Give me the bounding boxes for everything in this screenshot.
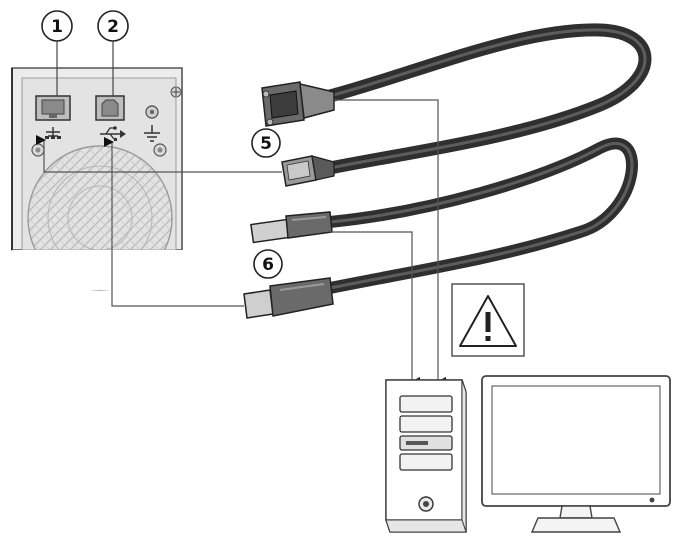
drive-bay	[399, 395, 453, 413]
monitor-power-led	[649, 497, 655, 503]
callout-1: 1	[41, 10, 73, 42]
warning-triangle-icon	[451, 283, 525, 357]
drive-bay	[399, 453, 453, 471]
callout-5-label: 5	[260, 134, 272, 154]
cable-5-serial	[323, 23, 652, 175]
usb-a-connection-line	[330, 231, 420, 387]
callout-2-label: 2	[107, 17, 119, 37]
monitor-screen	[491, 385, 661, 495]
rj45-plug	[281, 155, 335, 187]
callout-6: 6	[253, 249, 283, 279]
panel-screw	[170, 86, 182, 98]
db9-connector	[261, 81, 335, 127]
usb-b-port	[95, 95, 125, 121]
fan-grille	[12, 145, 187, 291]
db9-connection-line	[334, 99, 446, 387]
ground-icon	[144, 125, 160, 142]
drive-bay	[399, 415, 453, 433]
callout-1-label: 1	[51, 17, 63, 37]
pc-tower	[385, 379, 467, 533]
cable-6-usb	[324, 137, 638, 294]
ground-stud	[145, 105, 159, 119]
callout-2: 2	[97, 10, 129, 42]
panel-screw	[31, 143, 45, 157]
callout-5: 5	[251, 128, 281, 158]
network-port-icon	[45, 127, 61, 139]
rj45-connection-line	[36, 135, 282, 173]
ups-rear-panel	[11, 67, 187, 291]
rj45-port	[35, 95, 71, 121]
callout-6-label: 6	[262, 255, 274, 275]
panel-screw	[153, 143, 167, 157]
monitor-base	[530, 517, 622, 533]
monitor-neck	[559, 505, 593, 519]
usb-b-plug	[243, 277, 334, 319]
usb-a-plug	[250, 211, 333, 244]
monitor	[481, 375, 671, 533]
power-button	[418, 496, 434, 512]
usb-b-connection-line	[104, 137, 244, 307]
